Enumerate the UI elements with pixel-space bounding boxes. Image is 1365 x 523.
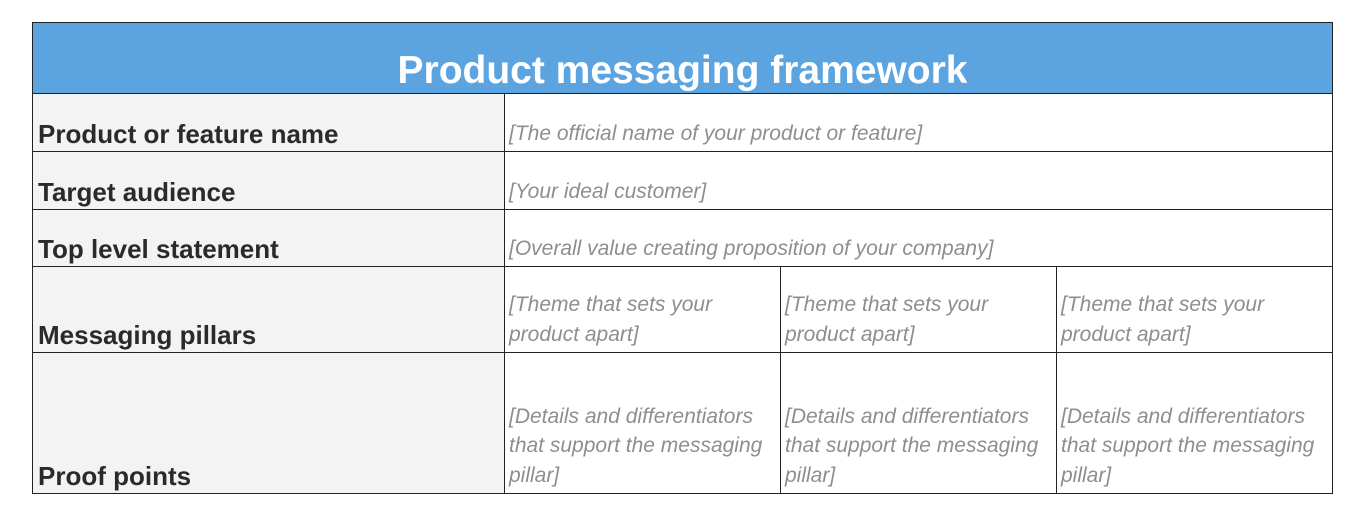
row-label: Top level statement <box>38 234 279 264</box>
messaging-framework-table: Product messaging framework Product or f… <box>32 22 1333 494</box>
row-product-name: Product or feature name [The official na… <box>33 94 1332 152</box>
cell-proof-3[interactable]: [Details and differentiators that suppor… <box>1061 404 1315 487</box>
table-title: Product messaging framework <box>397 49 968 92</box>
cell-product-name[interactable]: [The official name of your product or fe… <box>509 121 923 145</box>
cell-pillar-1[interactable]: [Theme that sets your product apart] <box>505 267 781 352</box>
row-messaging-pillars: Messaging pillars [Theme that sets your … <box>33 267 1332 353</box>
table-header: Product messaging framework <box>33 23 1332 94</box>
row-label: Messaging pillars <box>38 320 257 350</box>
row-label: Target audience <box>38 177 236 207</box>
row-label: Product or feature name <box>38 119 339 149</box>
row-target-audience: Target audience [Your ideal customer] <box>33 152 1332 210</box>
cell-target-audience[interactable]: [Your ideal customer] <box>509 179 707 203</box>
row-top-level-statement: Top level statement [Overall value creat… <box>33 210 1332 267</box>
cell-top-level-statement[interactable]: [Overall value creating proposition of y… <box>509 236 994 260</box>
cell-pillar-3[interactable]: [Theme that sets your product apart] <box>1061 293 1265 346</box>
cell-pillar-2[interactable]: [Theme that sets your product apart] <box>781 267 1057 352</box>
row-label: Proof points <box>38 461 192 491</box>
cell-proof-2[interactable]: [Details and differentiators that suppor… <box>781 353 1057 493</box>
cell-proof-1[interactable]: [Details and differentiators that suppor… <box>505 353 781 493</box>
row-proof-points: Proof points [Details and differentiator… <box>33 353 1332 493</box>
